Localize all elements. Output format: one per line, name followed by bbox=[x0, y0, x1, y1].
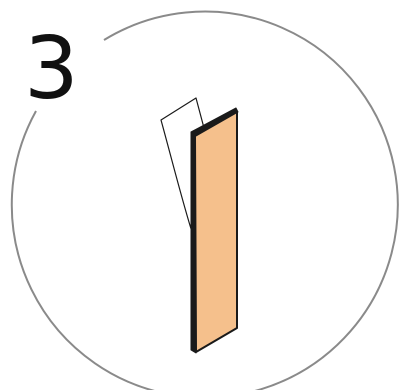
strip-front-face bbox=[195, 112, 237, 352]
adhesive-strip-icon bbox=[161, 98, 238, 353]
step-number: 3 bbox=[24, 19, 79, 119]
